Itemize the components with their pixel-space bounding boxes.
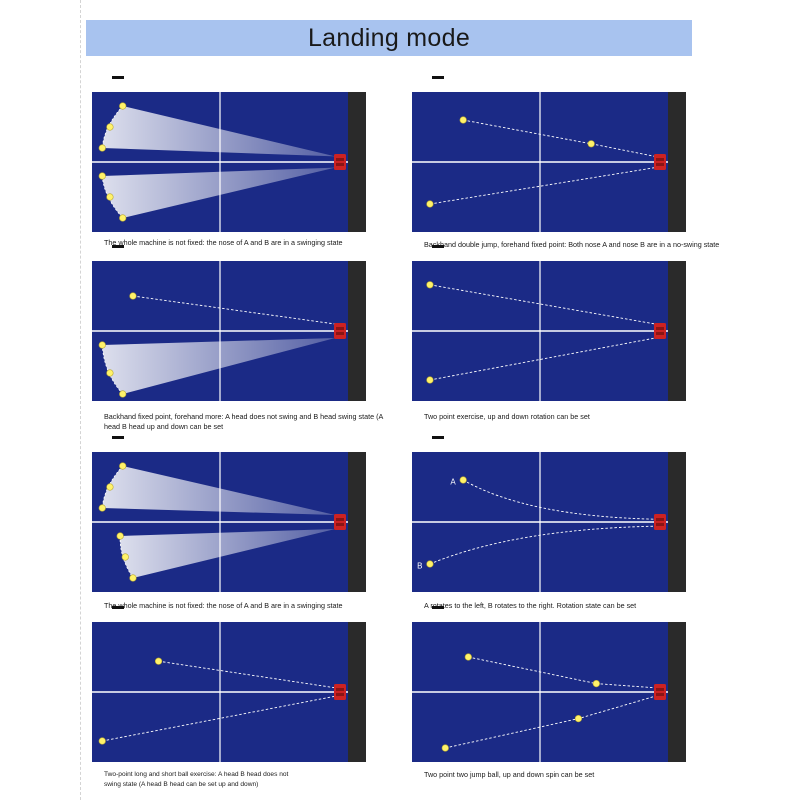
table-diagram-svg xyxy=(92,622,366,762)
table-diagram-svg xyxy=(412,622,686,762)
ball xyxy=(98,737,106,745)
net-band xyxy=(348,92,366,232)
ball xyxy=(587,140,595,148)
ball-trajectory xyxy=(429,284,656,325)
diagram-4 xyxy=(412,245,692,401)
corner-mark xyxy=(432,245,444,248)
ball xyxy=(574,714,582,723)
title-banner: Landing mode xyxy=(86,20,692,56)
caption-1: The whole machine is not fixed: the nose… xyxy=(104,238,343,247)
ball xyxy=(426,200,434,208)
ball-machine-icon xyxy=(654,514,666,530)
corner-mark xyxy=(112,436,124,439)
ball xyxy=(129,292,137,300)
ball-trajectory xyxy=(158,660,336,689)
corner-mark xyxy=(112,606,124,609)
ball xyxy=(459,116,467,124)
diagram-5 xyxy=(92,436,372,592)
swing-fan xyxy=(102,338,336,394)
ball-machine-icon xyxy=(334,154,346,170)
table-diagram-svg: AB xyxy=(412,452,686,592)
diagram-1 xyxy=(92,76,372,232)
ball xyxy=(459,476,467,484)
ball xyxy=(121,553,129,561)
net-band xyxy=(348,622,366,762)
page-title: Landing mode xyxy=(307,23,471,52)
ball xyxy=(98,341,106,349)
ball xyxy=(119,390,127,398)
net-band xyxy=(348,261,366,401)
ball xyxy=(154,657,163,665)
ball xyxy=(426,281,434,289)
ball-trajectory xyxy=(429,525,656,565)
table-diagram-svg xyxy=(92,261,366,401)
corner-mark xyxy=(432,76,444,79)
ball xyxy=(119,214,127,222)
ball-machine-icon xyxy=(334,323,346,339)
swing-arc xyxy=(101,344,124,395)
ball xyxy=(119,462,127,470)
ball-machine-icon xyxy=(334,514,346,530)
ball-machine-icon xyxy=(654,323,666,339)
ball-trajectory xyxy=(462,479,656,520)
ball xyxy=(106,193,114,201)
caption-8: Two point two jump ball, up and down spi… xyxy=(424,770,595,779)
ball-machine-icon xyxy=(654,154,666,170)
caption-5: The whole machine is not fixed: the nose… xyxy=(104,601,343,610)
ball xyxy=(106,123,114,131)
swing-fan xyxy=(120,529,336,578)
ball xyxy=(119,102,127,110)
table-diagram-svg xyxy=(92,92,366,232)
table-diagram-svg xyxy=(412,92,686,232)
net-band xyxy=(668,92,686,232)
corner-mark xyxy=(112,245,124,248)
diagram-3 xyxy=(92,245,372,401)
ball xyxy=(426,560,434,568)
caption-6: A rotates to the left, B rotates to the … xyxy=(424,601,637,610)
swing-fan xyxy=(102,466,336,515)
diagram-7 xyxy=(92,606,372,762)
ball-machine-icon xyxy=(654,684,666,700)
swing-fan xyxy=(102,106,336,157)
caption-4: Two point exercise, up and down rotation… xyxy=(424,412,590,421)
caption-2: Backhand double jump, forehand fixed poi… xyxy=(424,240,720,249)
ball xyxy=(106,483,114,491)
caption-3: Backhand fixed point, forehand more: A h… xyxy=(104,412,383,431)
net-band xyxy=(668,622,686,762)
ball xyxy=(98,504,106,512)
ball xyxy=(106,369,114,377)
corner-mark xyxy=(432,436,444,439)
ball xyxy=(98,172,106,180)
ball-trajectory xyxy=(429,167,656,205)
net-band xyxy=(668,452,686,592)
ball xyxy=(592,679,600,688)
net-band xyxy=(348,452,366,592)
head-label: A xyxy=(450,477,456,486)
ball-trajectory xyxy=(429,337,656,381)
net-band xyxy=(668,261,686,401)
ball-machine-icon xyxy=(334,684,346,700)
swing-fan xyxy=(102,167,336,218)
ball xyxy=(116,532,124,540)
corner-mark xyxy=(432,606,444,609)
diagram-8 xyxy=(412,606,692,762)
diagram-2 xyxy=(412,76,692,232)
ball xyxy=(426,376,434,384)
ball-trajectory xyxy=(102,695,336,742)
ball xyxy=(129,574,137,582)
head-label: B xyxy=(417,561,422,570)
table-diagram-svg xyxy=(412,261,686,401)
page-margin-guide xyxy=(80,0,81,800)
ball xyxy=(98,144,106,152)
corner-mark xyxy=(112,76,124,79)
ball xyxy=(441,744,449,752)
ball xyxy=(464,653,472,661)
table-diagram-svg xyxy=(92,452,366,592)
caption-7: Two-point long and short ball exercise: … xyxy=(104,771,289,788)
